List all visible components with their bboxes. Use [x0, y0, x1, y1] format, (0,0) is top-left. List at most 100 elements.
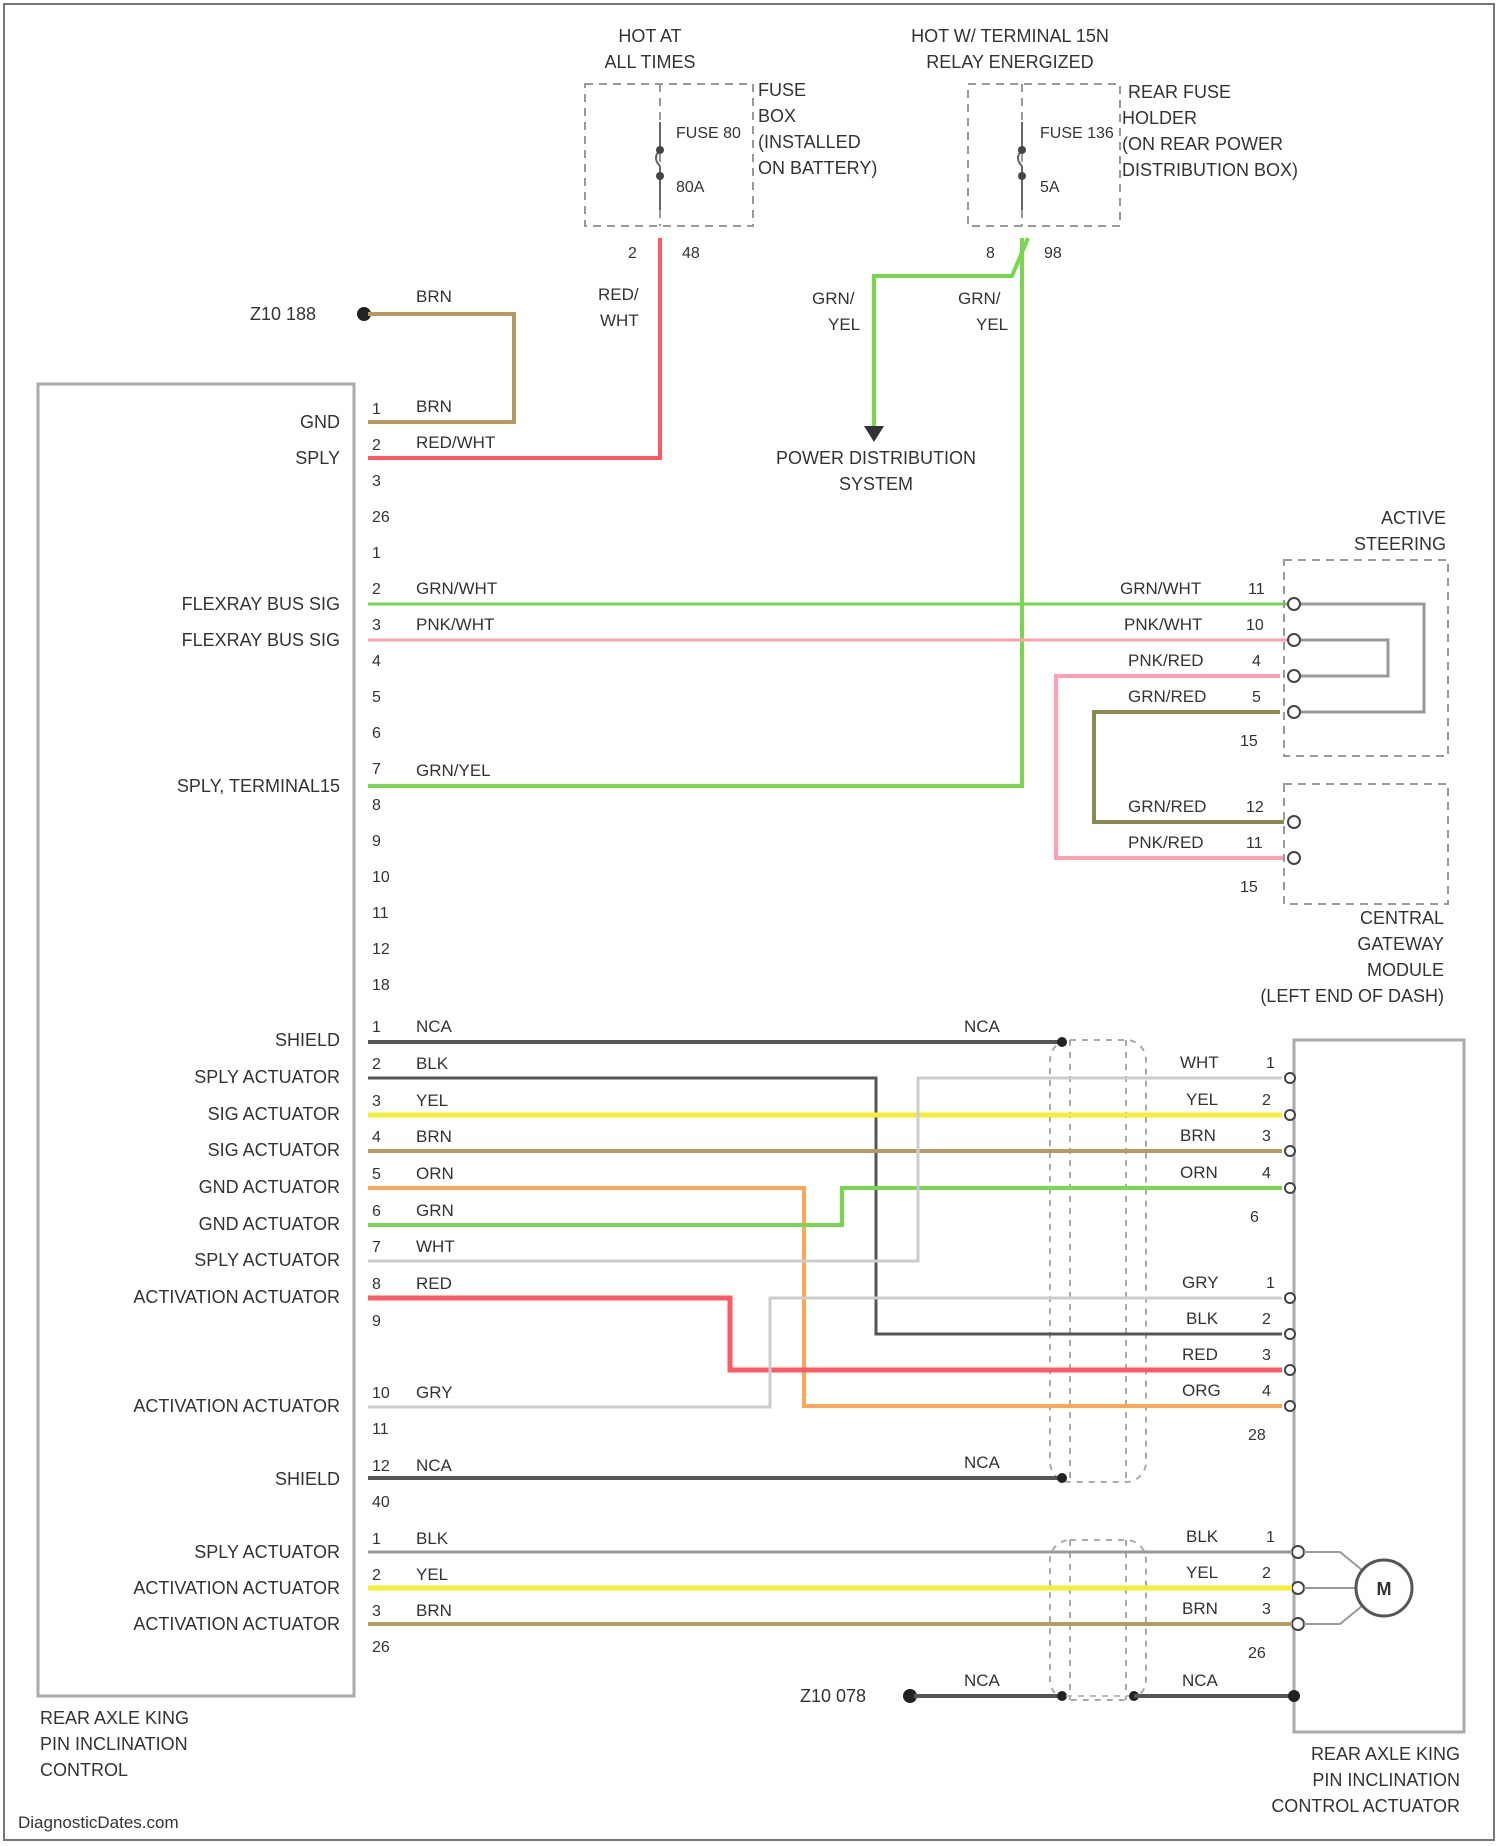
circle-shape [1057, 1691, 1067, 1701]
gateway-wire-codes: GRN/RED PNK/RED 12 11 15 [1128, 797, 1264, 896]
label-wire-codes-red-wht: RED/WHT [416, 433, 495, 452]
label-pin-nums-6: 7 [372, 761, 381, 778]
label-right-modules-central-gateway-1: GATEWAY [1357, 934, 1444, 954]
label-wire-codes-grn-red: GRN/RED [1128, 797, 1206, 816]
active-steering-pins [1288, 598, 1300, 718]
label-pin-nums-10: 11 [372, 1421, 389, 1438]
circle-shape [1285, 1401, 1295, 1411]
rear-fuse-label-4: DISTRIBUTION BOX) [1122, 160, 1298, 180]
label-pin-nums-5: 6 [372, 725, 381, 742]
hot-w-terminal-line1: HOT W/ TERMINAL 15N [911, 26, 1109, 46]
label-pin-nums-3: 4 [372, 1129, 381, 1146]
left-caption-2: PIN INCLINATION [40, 1734, 188, 1754]
label-wire-codes-pnk-wht: PNK/WHT [416, 615, 494, 634]
label-pin-nums-3: 4 [1252, 653, 1261, 670]
label-pin-nums-5: 6 [372, 1203, 381, 1220]
wire-gry-1 [368, 1298, 1282, 1407]
label-right-modules-central-gateway-2: MODULE [1367, 960, 1444, 980]
central-gateway-box [1284, 784, 1448, 904]
motor-lead-top [1304, 1552, 1362, 1570]
label-pin-nums-3: 4 [1262, 1383, 1271, 1400]
label-pin-nums-2: 3 [372, 1603, 381, 1620]
fuse2-pin-right: 98 [1044, 245, 1062, 262]
circle-shape [1057, 1037, 1067, 1047]
label-pin-nums-0: 1 [1266, 1529, 1275, 1546]
watermark: DiagnosticDates.com [18, 1813, 179, 1832]
label-pin-nums-7: 8 [372, 1276, 381, 1293]
label-wire-codes-yel: YEL [1186, 1090, 1218, 1109]
rear-fuse-label-1: REAR FUSE [1128, 82, 1231, 102]
label-wire-codes-org: ORG [1182, 1381, 1221, 1400]
label-pin-nums-13: 26 [1248, 1645, 1266, 1662]
circle-shape [1285, 1329, 1295, 1339]
label-wire-codes-nca: NCA [1182, 1671, 1219, 1690]
active-steering-line1: ACTIVE [1381, 508, 1446, 528]
label-pin-nums-17: 15 [1240, 879, 1258, 896]
circle-shape [1288, 816, 1300, 828]
sig-sply-terminal15: SPLY, TERMINAL15 [177, 776, 340, 796]
label-pin-nums-18: 28 [1248, 1427, 1266, 1444]
label-pin-nums-2: 3 [372, 617, 381, 634]
label-pin-nums-17: 15 [1240, 733, 1258, 750]
label-wire-codes-red: RED [1182, 1345, 1218, 1364]
label-right-modules-central-gateway-0: CENTRAL [1360, 908, 1444, 928]
label-pin-nums-2: 3 [1262, 1347, 1271, 1364]
sig-sig-act-1: SIG ACTUATOR [208, 1104, 340, 1124]
label-pin-nums-3: 4 [372, 653, 381, 670]
label-wire-codes-blk: BLK [416, 1529, 449, 1548]
left-wire-codes: BRN RED/WHT GRN/WHT PNK/WHT GRN/YEL NCA … [416, 397, 497, 1620]
fuse1-pin-left: 2 [628, 245, 637, 262]
brn-ground-label: BRN [416, 287, 452, 306]
circle-shape [1018, 172, 1026, 180]
label-pin-nums-4: 5 [372, 1166, 381, 1183]
sig-shield-1: SHIELD [275, 1030, 340, 1050]
ground-bottom-label: Z10 078 [800, 1686, 866, 1706]
label-pin-nums-11: 12 [1246, 799, 1264, 816]
path-shape [656, 122, 660, 210]
fuse1-name: FUSE 80 [676, 125, 741, 142]
label-pin-nums-2: 3 [1262, 1601, 1271, 1618]
motor-wire-codes: BLK YEL BRN 1 2 3 26 [1182, 1527, 1275, 1662]
red-wht-label-2: WHT [600, 311, 639, 330]
circle-shape [1292, 1618, 1304, 1630]
label-pin-nums-0: 1 [1266, 1055, 1275, 1072]
sig-gnd: GND [300, 412, 340, 432]
rear-fuse-label-3: (ON REAR POWER [1122, 134, 1283, 154]
circle-shape [1057, 1473, 1067, 1483]
power-dist-line2: SYSTEM [839, 474, 913, 494]
label-pin-nums-1: 2 [372, 1056, 381, 1073]
label-wire-codes-pnk-wht: PNK/WHT [1124, 615, 1202, 634]
circle-shape [656, 146, 664, 154]
power-dist-line1: POWER DISTRIBUTION [776, 448, 976, 468]
label-wire-codes-orn: ORN [416, 1164, 454, 1183]
fuse2-rating: 5A [1040, 179, 1060, 196]
label-pin-nums-9: 10 [372, 869, 390, 886]
sig-activation-act-2: ACTIVATION ACTUATOR [133, 1396, 340, 1416]
left-caption-3: CONTROL [40, 1760, 128, 1780]
label-wire-codes-wht: WHT [1180, 1053, 1219, 1072]
label-pin-nums-13: 26 [372, 509, 390, 526]
left-module-captions: REAR AXLE KING PIN INCLINATION CONTROL [40, 1708, 189, 1780]
rect-shape [968, 84, 1120, 226]
label-wire-codes-brn: BRN [416, 1127, 452, 1146]
active-steering-line2: STEERING [1354, 534, 1446, 554]
wire-grn-yel-feed [874, 238, 1028, 432]
sig-sply-act-3: SPLY ACTUATOR [194, 1542, 340, 1562]
label-pin-nums-6: 7 [372, 1239, 381, 1256]
label-wire-codes-nca: NCA [964, 1453, 1001, 1472]
label-pin-nums-9: 10 [372, 1385, 390, 1402]
label-wire-codes-nca: NCA [416, 1456, 453, 1475]
label-wire-codes-grn-yel: GRN/YEL [416, 761, 491, 780]
wire-grn-1 [368, 1188, 1282, 1225]
hot-at-all-times-line1: HOT AT [618, 26, 681, 46]
label-wire-codes-grn: GRN [416, 1201, 454, 1220]
label-pin-nums-16: 10 [1246, 617, 1264, 634]
label-pin-nums-13: 26 [372, 1639, 390, 1656]
label-pin-nums-10: 11 [372, 905, 389, 922]
label-pin-nums-0: 1 [372, 1531, 381, 1548]
fuse-box-label-4: ON BATTERY) [758, 158, 877, 178]
label-pin-nums-8: 9 [372, 1313, 381, 1330]
label-wire-codes-blk: BLK [1186, 1527, 1219, 1546]
circle-shape [1288, 852, 1300, 864]
